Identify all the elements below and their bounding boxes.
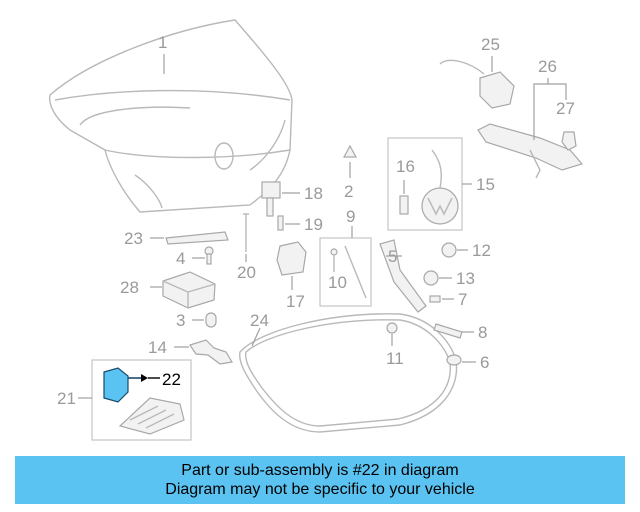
callout-16: 16 [396, 157, 415, 176]
part-15-emblem [421, 149, 472, 225]
part-3 [192, 312, 217, 328]
callout-25: 25 [481, 35, 500, 54]
banner-line-disclaimer: Diagram may not be specific to your vehi… [165, 481, 475, 498]
callout-2: 2 [344, 182, 353, 201]
banner-line-part: Part or sub-assembly is #22 in diagram [181, 462, 459, 479]
callout-21: 21 [57, 389, 76, 408]
part-28 [150, 271, 216, 309]
part-24-weatherstrip [239, 313, 458, 433]
part-27 [561, 131, 577, 151]
callout-19: 19 [304, 215, 323, 234]
callout-23: 23 [124, 229, 143, 248]
part-12 [441, 242, 468, 258]
group-box-9-10 [319, 237, 372, 307]
parts-diagram: 1 2 18 19 23 4 20 17 [48, 19, 584, 441]
callout-22: 22 [162, 370, 181, 389]
part-8 [433, 323, 474, 339]
part-7 [429, 295, 454, 303]
callout-24: 24 [250, 311, 269, 330]
part-25 [439, 56, 515, 109]
part-18 [261, 181, 300, 217]
part-11 [386, 322, 398, 346]
callout-28: 28 [120, 278, 139, 297]
callout-18: 18 [304, 184, 323, 203]
part-20 [243, 213, 249, 262]
callout-8: 8 [478, 323, 487, 342]
callout-17: 17 [286, 292, 305, 311]
callout-6: 6 [480, 353, 489, 372]
part-4 [192, 246, 214, 265]
part-trunk-lid [48, 19, 293, 213]
part-17 [276, 241, 307, 290]
part-19 [277, 215, 300, 231]
callout-15: 15 [476, 175, 495, 194]
part-23 [150, 231, 229, 245]
part-22-highlighted [103, 367, 160, 403]
part-6 [446, 354, 476, 366]
callout-13: 13 [456, 269, 475, 288]
callout-4: 4 [176, 249, 185, 268]
part-21-latch-base [118, 397, 185, 435]
part-2 [342, 144, 358, 178]
callout-26: 26 [538, 57, 557, 76]
part-26 [477, 78, 584, 179]
callout-1: 1 [158, 33, 167, 52]
group-box-21-22 [91, 359, 192, 441]
info-banner: Part or sub-assembly is #22 in diagram D… [15, 456, 625, 504]
part-13 [423, 270, 452, 286]
part-16 [399, 180, 409, 215]
callout-11: 11 [386, 349, 404, 368]
callout-14: 14 [148, 338, 167, 357]
callout-9: 9 [346, 207, 355, 226]
callout-5: 5 [388, 247, 397, 266]
callout-12: 12 [472, 241, 491, 260]
callout-27: 27 [556, 99, 575, 118]
callout-3: 3 [176, 311, 185, 330]
part-5 [379, 239, 427, 313]
part-10 [330, 245, 367, 299]
callout-20: 20 [237, 263, 256, 282]
part-14 [174, 339, 233, 365]
callout-10: 10 [328, 273, 347, 292]
callout-7: 7 [458, 290, 467, 309]
